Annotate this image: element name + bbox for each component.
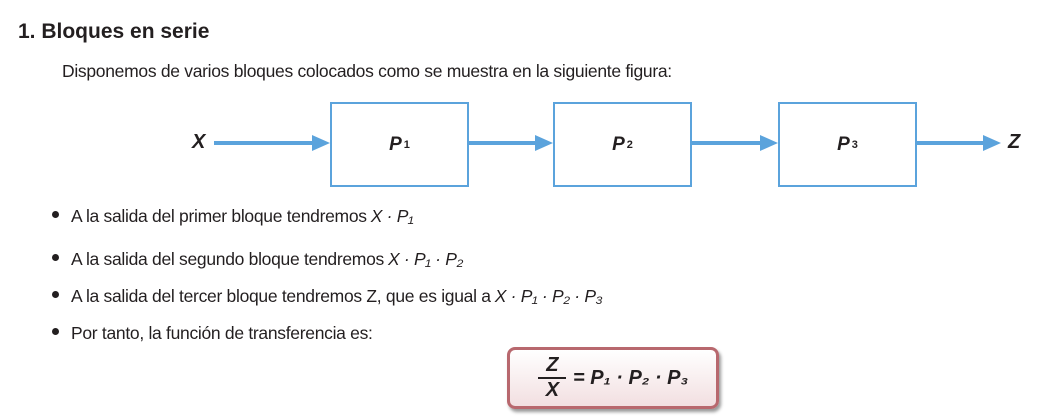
arrow-head [760,135,778,151]
intro-text: Disponemos de varios bloques colocados c… [62,61,672,81]
bullet-icon [52,254,59,261]
arrow-head [983,135,1001,151]
arrow [469,141,537,145]
arrow [214,141,314,145]
bullet-icon [52,211,59,218]
arrow-head [312,135,330,151]
arrow [917,141,985,145]
list-item: A la salida del segundo bloque tendremos… [52,249,463,270]
section-title: 1. Bloques en serie [18,20,210,43]
list-item: Por tanto, la función de transferencia e… [52,323,373,344]
output-label: Z [1008,131,1021,153]
arrow [692,141,762,145]
bullet-icon [52,291,59,298]
list-item: A la salida del tercer bloque tendremos … [52,286,603,307]
arrow-head [535,135,553,151]
input-label: X [192,131,206,153]
bullet-icon [52,328,59,335]
